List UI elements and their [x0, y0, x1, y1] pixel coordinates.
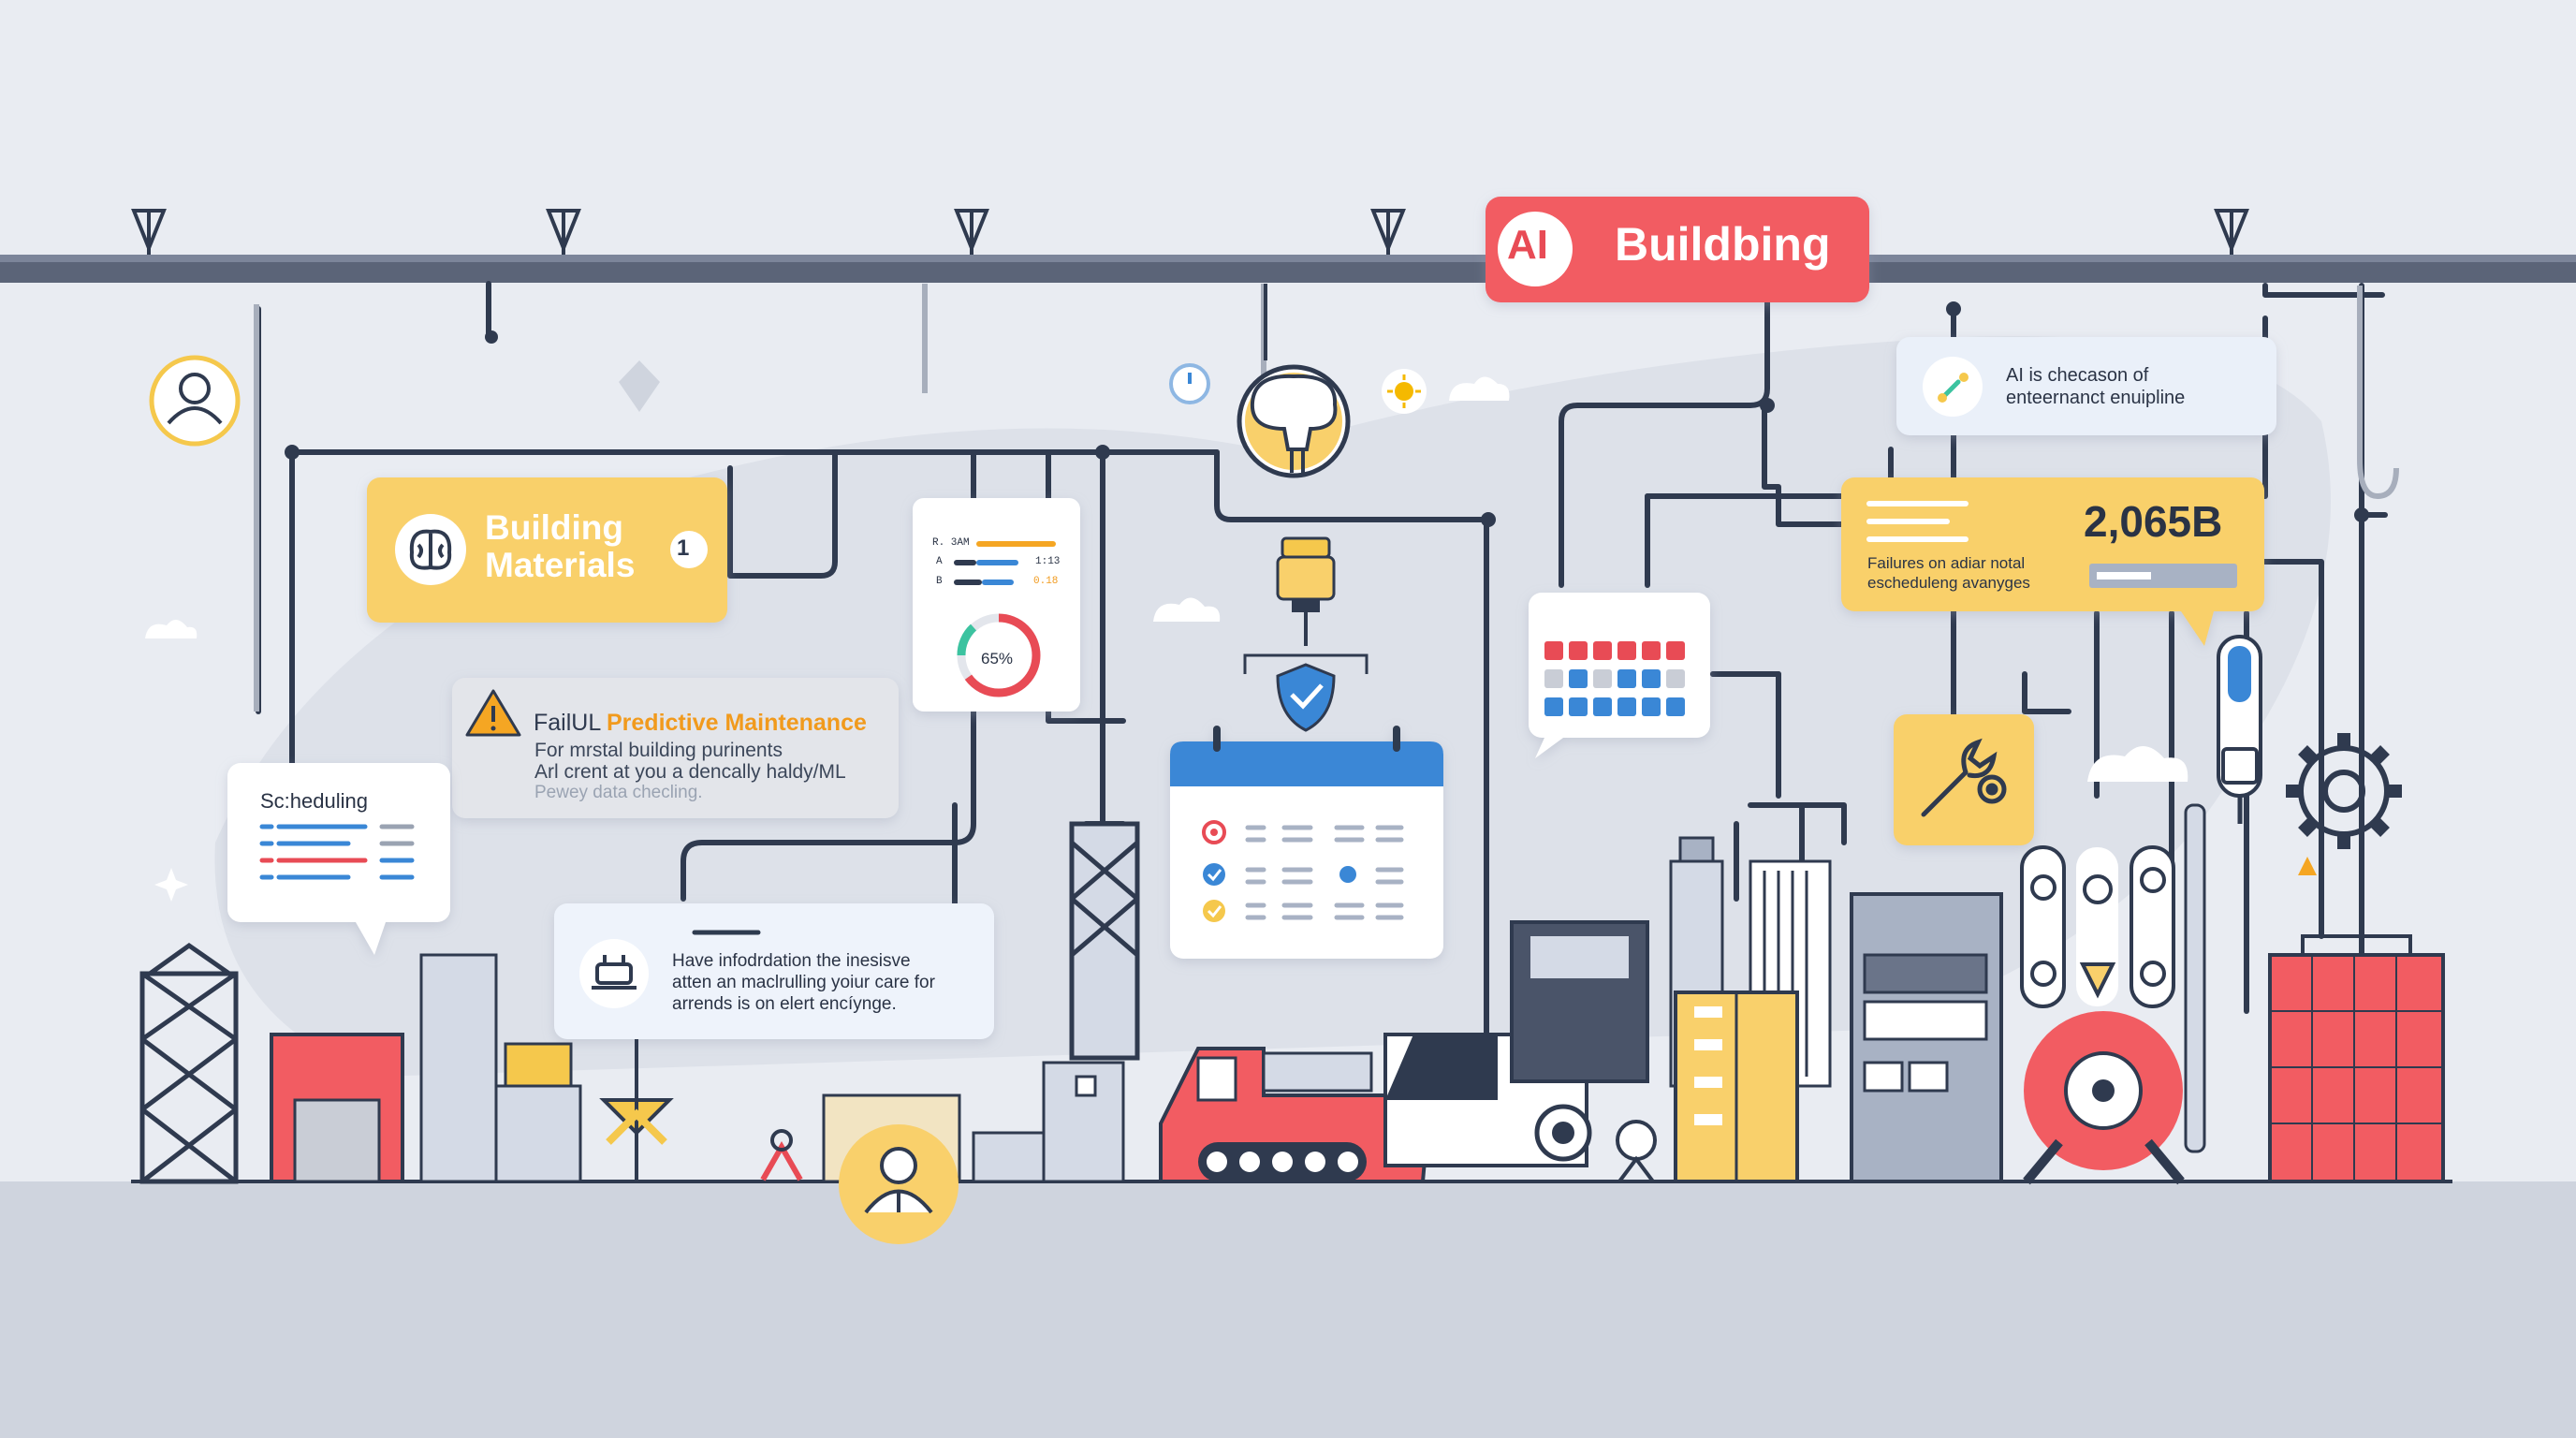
- clock-icon: [1169, 363, 1210, 404]
- rail-hangers: [131, 209, 2249, 255]
- predictive-line-3: Pewey data checling.: [534, 783, 703, 802]
- scaffold-tower: [139, 942, 239, 1184]
- calendar-cell: [1593, 669, 1612, 688]
- calendar-cell: [1617, 669, 1636, 688]
- calendar-cell: [1593, 697, 1612, 716]
- calendar-cell: [1569, 697, 1588, 716]
- gauge-chart: [957, 613, 1041, 697]
- scheduling-title: Sc:heduling: [260, 789, 368, 813]
- wrench-icon: [1921, 738, 2007, 817]
- calendar-cells: [1544, 641, 1685, 716]
- red-gear: [2023, 1011, 2185, 1185]
- route-icon: [1938, 373, 1969, 403]
- predictive-maintenance-card[interactable]: [452, 678, 899, 818]
- calendar-checklist: [1202, 820, 1404, 922]
- ai-note-line-2: enteernanct enuipline: [2006, 388, 2186, 408]
- calendar-cell: [1569, 669, 1588, 688]
- pressure-gauge-icon: [2217, 635, 2262, 824]
- info-line-1: Have infodrdation the inesisve: [672, 951, 911, 971]
- scheduling-bars: [259, 824, 415, 880]
- cloud-icon: [1153, 597, 1221, 622]
- info-line-2: atten an maclrulling yoiur care for: [672, 973, 935, 992]
- chart-row-label-1: R. 3AM: [932, 537, 970, 549]
- gear-icon: [2286, 733, 2402, 849]
- ai-brain-icon: [1237, 284, 1351, 478]
- crane-tower: [1069, 449, 1140, 1061]
- stats-line-1: Failures on adiar notal: [1867, 554, 2026, 572]
- server-cabinet: [1510, 920, 1649, 1083]
- stats-line-2: escheduleng avanyges: [1867, 574, 2030, 592]
- control-panel: [1850, 892, 2003, 1183]
- building-materials-card[interactable]: [367, 477, 727, 623]
- calendar-cell: [1642, 697, 1661, 716]
- up-arrow-icon: [2298, 857, 2317, 875]
- chart-row-value-3: 0.18: [1033, 576, 1059, 587]
- page-title: Buildbing: [1615, 218, 1831, 271]
- sun-icon: [1382, 369, 1427, 414]
- floor: [0, 1181, 2576, 1438]
- ai-note-line-1: AI is checason of: [2006, 365, 2149, 386]
- yellow-shelves: [1674, 990, 1799, 1183]
- grey-box: [972, 1061, 1125, 1183]
- building-materials-title-1: Building: [485, 508, 623, 547]
- drill-lamp-icon: [1243, 536, 1368, 674]
- predictive-line-2: Arl crent at you a dencally haldy/ML: [534, 761, 846, 783]
- mini-chart-card[interactable]: [913, 498, 1080, 712]
- calendar-cell: [1617, 641, 1636, 660]
- calendar-cell: [1617, 697, 1636, 716]
- big-calendar-card[interactable]: [1170, 726, 1443, 959]
- calendar-cell: [1593, 641, 1612, 660]
- chart-row-label-3: B: [936, 576, 943, 587]
- calendar-cell: [1569, 641, 1588, 660]
- info-card[interactable]: [554, 903, 994, 1039]
- tripod-camera: [1616, 1120, 1657, 1183]
- grey-buildings: [419, 953, 582, 1183]
- red-warehouse: [270, 1033, 404, 1183]
- diamond-icon: [619, 360, 660, 412]
- building-materials-count: 1: [677, 536, 690, 561]
- pliers-icon: [760, 1129, 803, 1181]
- calendar-cell: [1666, 697, 1685, 716]
- calendar-cell: [1544, 641, 1563, 660]
- calendar-cell: [1666, 669, 1685, 688]
- brain-icon: [409, 529, 452, 570]
- cloud-icon: [1449, 376, 1510, 401]
- predictive-line-1: For mrstal building purinents: [534, 740, 783, 761]
- shield-check-icon: [1276, 663, 1336, 732]
- gauge-percent: 65%: [981, 650, 1014, 668]
- lamp-post: [599, 1039, 674, 1181]
- calendar-cell: [1642, 669, 1661, 688]
- calendar-cell: [1544, 669, 1563, 688]
- cloud-icon: [2087, 745, 2188, 782]
- calendar-cell: [1642, 641, 1661, 660]
- predictive-title: Predictive Maintenance: [607, 710, 867, 736]
- worker-avatar-icon: [149, 355, 241, 447]
- ai-badge-label: AI: [1507, 222, 1548, 268]
- stats-value: 2,065B: [2084, 497, 2223, 546]
- stats-card[interactable]: [1841, 477, 2264, 646]
- mini-chart-bars: [954, 541, 1056, 585]
- info-line-3: arrends is on elert encíynge.: [672, 994, 897, 1014]
- sparkle-icon: [154, 868, 188, 902]
- warning-icon: [465, 689, 521, 737]
- calendar-cell: [1544, 697, 1563, 716]
- chart-row-label-2: A: [936, 556, 943, 567]
- calendar-cell: [1666, 641, 1685, 660]
- toggle-sliders: [2020, 845, 2175, 1008]
- red-storage-rack: [2268, 934, 2445, 1183]
- predictive-prefix: FailUL: [534, 710, 602, 736]
- probe-tool: [2184, 803, 2206, 1153]
- cloud-icon: [145, 619, 198, 638]
- excavator: [1159, 1047, 1435, 1183]
- robot-icon: [592, 955, 637, 990]
- header-banner: [1486, 197, 1869, 302]
- engineer-avatar-icon: [822, 1093, 961, 1244]
- building-materials-title-2: Materials: [485, 546, 636, 584]
- wrench-gear-card[interactable]: [1894, 714, 2034, 845]
- chart-row-value-2: 1:13: [1035, 556, 1061, 567]
